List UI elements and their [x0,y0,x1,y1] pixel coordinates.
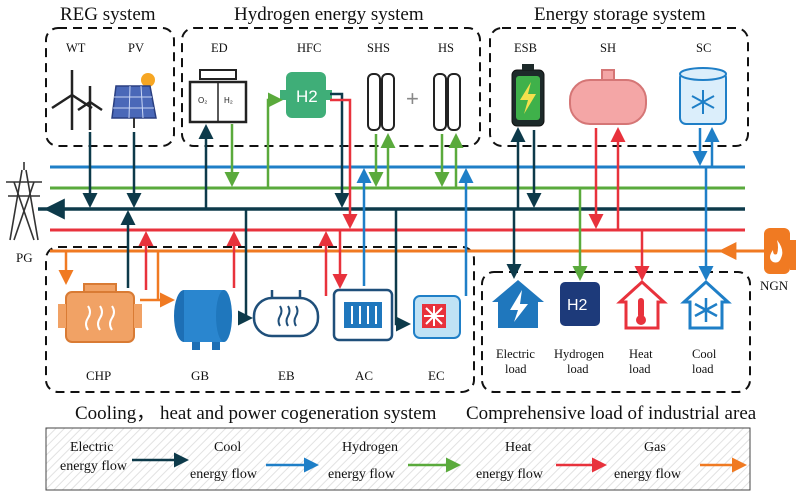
legend-cool-line2: energy flow [190,467,258,482]
ngn-label: NGN [760,278,789,293]
load-label-1-line1: Electric [496,347,535,361]
sh-label: SH [600,41,616,55]
legend-electric-line2: energy flow [60,459,128,474]
hydrogen-load-icon: H2 [560,282,600,326]
cchp-system-title: Cooling， heat and power cogeneration sys… [75,403,437,424]
ed-label: ED [211,41,228,55]
hfc-label: HFC [297,41,321,55]
eb-label: EB [278,368,295,383]
shs-label: SHS [367,41,390,55]
legend-heat-line1: Heat [505,440,532,455]
legend-electric-line1: Electric [70,440,114,455]
h2-symbol: H2 [296,87,318,106]
cold-storage-tank-icon [679,67,727,125]
hydrogen-system-title: Hydrogen energy system [234,4,424,25]
gb-label: GB [191,368,209,383]
hfc-heat-out [330,98,358,229]
load-label-2-line2: load [567,362,589,376]
pv-label: PV [128,41,144,55]
hfc-hydrogen-in [266,92,283,188]
h2-load-symbol: H2 [567,297,588,314]
hfc-electric-out [330,92,350,208]
reg-system-box [45,27,175,147]
sc-label: SC [696,41,711,55]
svg-text:O₂: O₂ [198,96,207,105]
wind-turbine-icon [51,70,103,130]
cool-load-icon [680,279,732,330]
hydrogen-storage-tanks-icon [367,73,461,131]
wt-label: WT [66,41,86,55]
hydrogen-system-box [181,27,481,147]
electric-chiller-icon [413,295,461,339]
ac-label: AC [355,368,373,383]
load-label-1-line2: load [505,362,527,376]
storage-system-title: Energy storage system [534,4,706,25]
cchp-system-box [45,246,475,393]
legend-hydrogen-line1: Hydrogen [342,440,398,455]
pg-label: PG [16,250,33,265]
load-system-box [481,271,751,393]
battery-icon [511,64,545,127]
gas-boiler-icon [174,290,232,350]
solar-panel-icon [111,73,157,128]
load-label-4-line1: Cool [692,347,717,361]
ec-label: EC [428,368,445,383]
load-label-3-line1: Heat [629,347,653,361]
esb-label: ESB [514,41,537,55]
legend-gas-line1: Gas [644,440,666,455]
legend-hydrogen-line2: energy flow [328,467,396,482]
heat-storage-tank-icon [569,69,647,125]
hs-label: HS [438,41,454,55]
electrolyzer-icon: O₂ H₂ [188,69,248,124]
plus-sign: + [406,86,419,111]
load-label-2-line1: Hydrogen [554,347,605,361]
ec-electric-in [394,209,411,332]
absorption-chiller-icon [332,288,394,342]
eb-electric-in [238,209,253,326]
reg-system-title: REG system [60,4,156,25]
chp-engine-icon [58,283,142,343]
electric-boiler-icon [252,290,320,338]
natural-gas-network-icon [764,228,796,274]
transmission-tower-icon [6,162,42,241]
legend-heat-line2: energy flow [476,467,544,482]
heat-load-icon [616,279,668,330]
chp-label: CHP [86,368,111,383]
electric-load-icon [492,280,544,328]
svg-text:H₂: H₂ [224,96,233,105]
load-label-3-line2: load [629,362,651,376]
legend-gas-line2: energy flow [614,467,682,482]
fuel-cell-icon: H2 [280,72,332,118]
load-label-4-line2: load [692,362,714,376]
legend-cool-line1: Cool [214,440,241,455]
load-system-title: Comprehensive load of industrial area [466,403,757,424]
